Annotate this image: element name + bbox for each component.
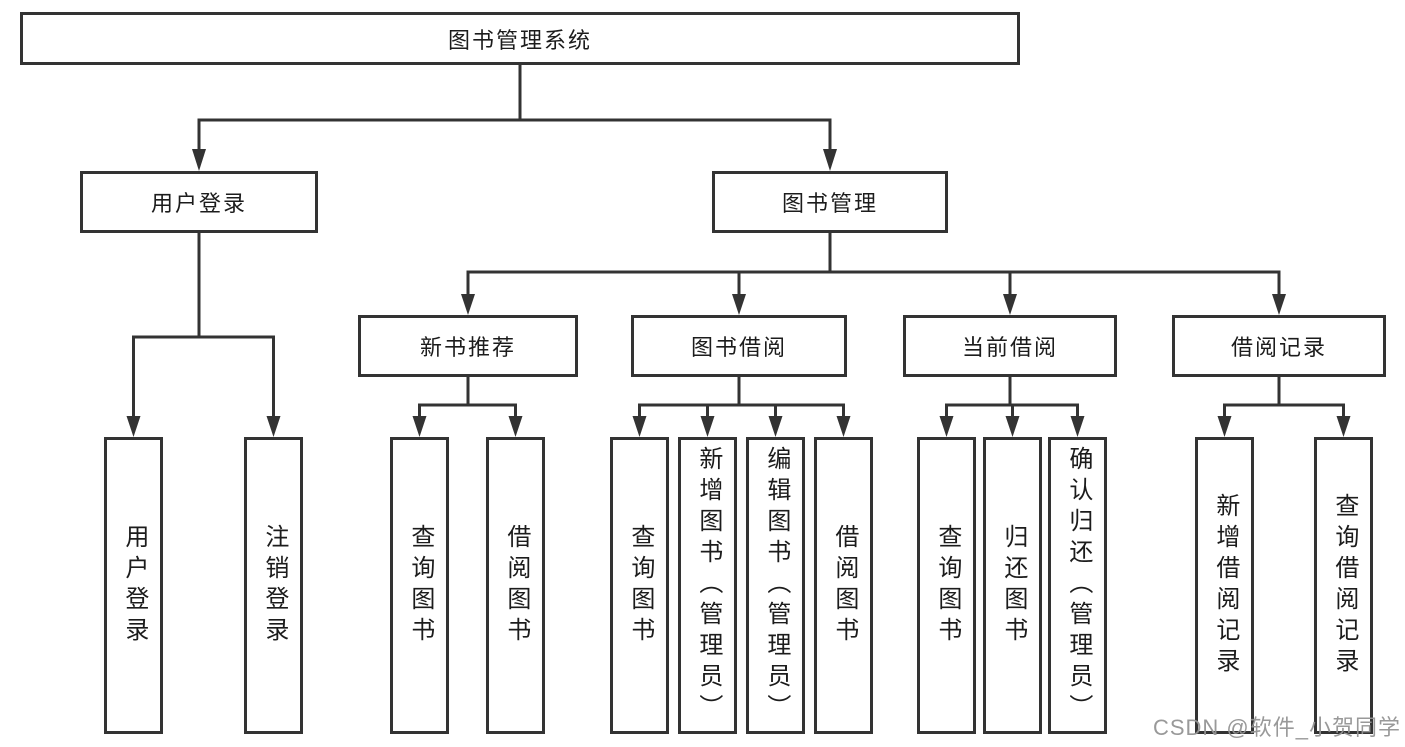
leaf-query-books-1: 查询图书	[390, 437, 449, 734]
leaf-logout-label: 注销登录	[260, 523, 288, 648]
leaf-add-borrow-record: 新增借阅记录	[1195, 437, 1254, 734]
leaf-return-books: 归还图书	[983, 437, 1042, 734]
edge-user-login-to-leaves	[126, 233, 281, 437]
leaf-borrow-books-1-label: 借阅图书	[502, 523, 530, 648]
edge-current-borrow-to-leaves	[939, 377, 1085, 437]
leaf-borrow-books-1: 借阅图书	[486, 437, 545, 734]
node-current-borrow-label: 当前借阅	[961, 335, 1058, 360]
leaf-edit-book-admin: 编辑图书（管理员）	[746, 437, 805, 734]
leaf-query-borrow-record: 查询借阅记录	[1314, 437, 1373, 734]
node-user-login-label: 用户登录	[150, 191, 247, 216]
leaf-query-books-2-label: 查询图书	[626, 523, 654, 648]
leaf-add-book-admin: 新增图书（管理员）	[678, 437, 737, 734]
node-borrow-records-label: 借阅记录	[1230, 335, 1327, 360]
leaf-query-books-3-label: 查询图书	[933, 523, 961, 648]
node-book-management: 图书管理	[712, 171, 948, 233]
edge-book-borrow-to-leaves	[632, 377, 851, 437]
leaf-query-books-2: 查询图书	[610, 437, 669, 734]
node-borrow-records: 借阅记录	[1172, 315, 1386, 377]
node-book-borrow: 图书借阅	[631, 315, 847, 377]
leaf-add-borrow-record-label: 新增借阅记录	[1211, 492, 1239, 679]
leaf-user-login-label: 用户登录	[120, 523, 148, 648]
node-library-system: 图书管理系统	[20, 12, 1020, 65]
csdn-watermark: CSDN @软件_小贺同学	[1152, 715, 1401, 740]
leaf-confirm-return-admin-label: 确认归还（管理员）	[1064, 446, 1092, 725]
node-new-book-recommend: 新书推荐	[358, 315, 578, 377]
leaf-query-borrow-record-label: 查询借阅记录	[1330, 492, 1358, 679]
node-current-borrow: 当前借阅	[903, 315, 1117, 377]
node-new-book-recommend-label: 新书推荐	[419, 335, 516, 360]
edge-book-management-to-level3	[461, 233, 1286, 315]
node-book-borrow-label: 图书借阅	[690, 335, 787, 360]
edge-root-to-level2	[192, 65, 837, 171]
leaf-borrow-books-2-label: 借阅图书	[830, 523, 858, 648]
node-book-management-label: 图书管理	[781, 191, 878, 216]
leaf-add-book-admin-label: 新增图书（管理员）	[694, 446, 722, 725]
leaf-return-books-label: 归还图书	[999, 523, 1027, 648]
node-library-system-label: 图书管理系统	[447, 27, 592, 53]
leaf-query-books-1-label: 查询图书	[406, 523, 434, 648]
leaf-user-login: 用户登录	[104, 437, 163, 734]
leaf-edit-book-admin-label: 编辑图书（管理员）	[762, 446, 790, 725]
leaf-confirm-return-admin: 确认归还（管理员）	[1048, 437, 1107, 734]
leaf-logout: 注销登录	[244, 437, 303, 734]
node-user-login: 用户登录	[80, 171, 318, 233]
leaf-borrow-books-2: 借阅图书	[814, 437, 873, 734]
edge-new-book-recommend-to-leaves	[412, 377, 523, 437]
edge-borrow-records-to-leaves	[1217, 377, 1351, 437]
leaf-query-books-3: 查询图书	[917, 437, 976, 734]
